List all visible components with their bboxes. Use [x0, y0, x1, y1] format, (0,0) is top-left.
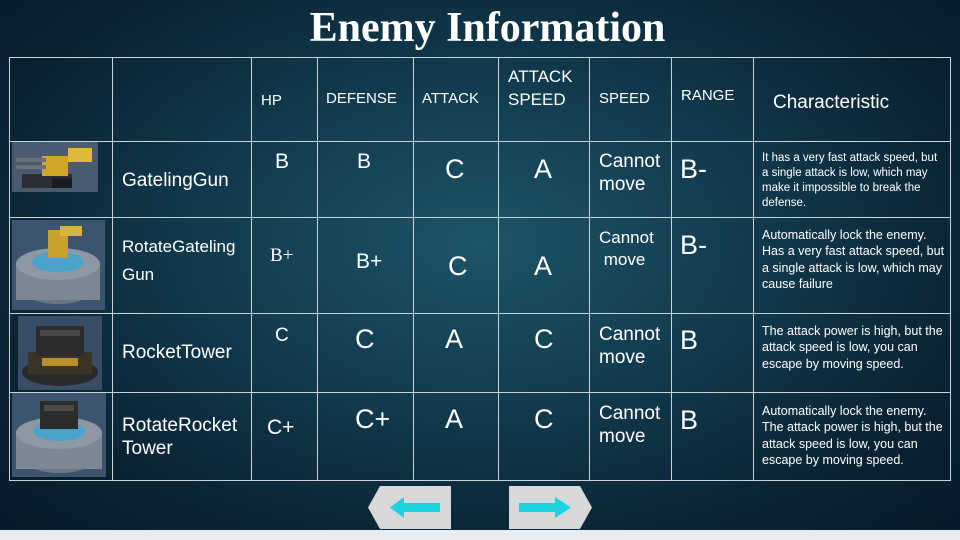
enemy-attack-speed: A	[498, 217, 590, 314]
enemy-speed: Cannot move	[589, 217, 672, 314]
enemy-image-cell	[9, 313, 113, 393]
enemy-attack: A	[413, 392, 499, 481]
enemy-attack-speed: A	[498, 141, 590, 218]
header-attack: ATTACK	[413, 57, 499, 142]
enemy-image-cell	[9, 217, 113, 314]
enemy-hp: B	[251, 141, 318, 218]
header-range: RANGE	[671, 57, 754, 142]
header-defense: DEFENSE	[317, 57, 414, 142]
gatling-gun-icon	[12, 142, 98, 192]
arrow-right-icon	[519, 497, 571, 518]
header-hp: HP	[251, 57, 318, 142]
rotate-gatling-gun-icon	[12, 220, 105, 310]
enemy-range: B	[671, 392, 754, 481]
enemy-attack: A	[413, 313, 499, 393]
enemy-speed: Cannot move	[589, 392, 672, 481]
bottom-bar	[0, 530, 960, 540]
page-title: Enemy Information	[309, 5, 666, 51]
table-row: RotateGateling Gun B+ B+ C A Cannot move…	[9, 217, 951, 314]
enemy-characteristic: Automatically lock the enemy. The attack…	[753, 392, 951, 481]
enemy-range: B-	[671, 141, 754, 218]
enemy-name: GatelingGun	[112, 141, 252, 218]
enemy-defense: C	[317, 313, 414, 393]
enemy-range: B	[671, 313, 754, 393]
table-row: GatelingGun B B C A Cannot move B- It ha…	[9, 141, 951, 218]
enemy-hp: B+	[251, 217, 318, 314]
enemy-name: RocketTower	[112, 313, 252, 393]
header-attack-speed: ATTACK SPEED	[498, 57, 590, 142]
enemy-defense: C+	[317, 392, 414, 481]
enemy-range: B-	[671, 217, 754, 314]
header-speed: SPEED	[589, 57, 672, 142]
enemy-hp: C	[251, 313, 318, 393]
enemy-hp: C+	[251, 392, 318, 481]
table-row: RotateRocket Tower C+ C+ A C Cannot move…	[9, 392, 951, 481]
enemy-attack-speed: C	[498, 313, 590, 393]
enemy-characteristic: Automatically lock the enemy. Has a very…	[753, 217, 951, 314]
enemy-image-cell	[9, 141, 113, 218]
next-page-button[interactable]	[509, 486, 592, 529]
prev-page-button[interactable]	[368, 486, 451, 529]
enemy-image-cell	[9, 392, 113, 481]
enemy-name: RotateRocket Tower	[112, 392, 252, 481]
header-name-cell	[112, 57, 252, 142]
enemy-speed: Cannot move	[589, 141, 672, 218]
enemy-speed: Cannot move	[589, 313, 672, 393]
enemy-attack: C	[413, 141, 499, 218]
enemy-info-table: HP DEFENSE ATTACK ATTACK SPEED SPEED RAN…	[9, 57, 951, 481]
rocket-tower-icon	[18, 316, 102, 390]
enemy-defense: B	[317, 141, 414, 218]
rotate-rocket-tower-icon	[12, 393, 106, 477]
enemy-defense: B+	[317, 217, 414, 314]
enemy-attack-speed: C	[498, 392, 590, 481]
enemy-attack: C	[413, 217, 499, 314]
table-row: RocketTower C C A C Cannot move B The at…	[9, 313, 951, 393]
table-header-row: HP DEFENSE ATTACK ATTACK SPEED SPEED RAN…	[9, 57, 951, 142]
enemy-characteristic: The attack power is high, but the attack…	[753, 313, 951, 393]
enemy-name: RotateGateling Gun	[112, 217, 252, 314]
header-image-cell	[9, 57, 113, 142]
enemy-characteristic: It has a very fast attack speed, but a s…	[753, 141, 951, 218]
arrow-left-icon	[390, 497, 440, 518]
header-characteristic: Characteristic	[753, 57, 951, 142]
